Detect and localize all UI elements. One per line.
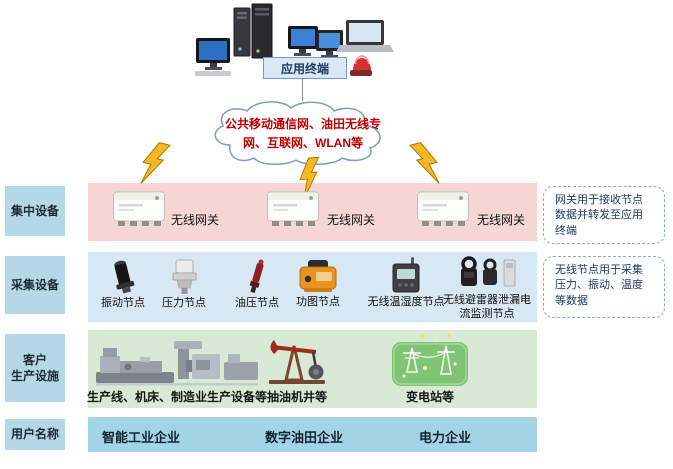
- facility-label: 抽油机井等: [266, 390, 327, 404]
- callout-gateway-note: 网关用于接收节点数据并转发至应用终端: [543, 186, 665, 244]
- substation-icon: [392, 333, 468, 386]
- sensor-node: 振动节点: [96, 257, 150, 311]
- production-line-icon: [96, 341, 258, 386]
- row-label-centralized: 集中设备: [5, 186, 65, 236]
- facility-label: 生产线、机床、制造业生产设备等: [86, 390, 267, 404]
- sensor-node: 油压节点: [228, 257, 286, 311]
- wireless-gateway-icon: [267, 191, 319, 226]
- row-label-collection: 采集设备: [5, 256, 65, 314]
- user-name: 电力企业: [418, 430, 471, 445]
- sensor-node: 无线温湿度节点: [360, 256, 452, 310]
- lightning-bolt-icon: [299, 156, 320, 199]
- gateway-label: 无线网关: [477, 213, 526, 227]
- lightning-bolt-icon: [409, 142, 440, 184]
- sensor-node: 无线避雷器泄漏电流监测节点: [438, 254, 536, 322]
- node-label: 压力节点: [162, 297, 206, 309]
- vibration-node-icon: [114, 260, 135, 294]
- row-label-facilities: 客户 生产设施: [5, 334, 65, 402]
- application-terminal-label: 应用终端: [263, 57, 347, 79]
- callout-node-note: 无线节点用于采集压力、振动、温度等数据: [543, 256, 665, 318]
- sensor-node: 功图节点: [288, 258, 348, 310]
- network-cloud: 公共移动通信网、油田无线专网、互联网、WLAN等: [206, 99, 400, 167]
- band-users: [88, 417, 537, 452]
- arrester-leakage-node-icon: [461, 256, 516, 287]
- wireless-gateway-icon: [417, 191, 469, 226]
- facility-pumpjack: [266, 334, 328, 391]
- temp-humidity-node-icon: [392, 257, 420, 293]
- facility-substation: [392, 332, 468, 391]
- pressure-node-icon: [172, 259, 197, 294]
- node-label: 无线避雷器泄漏电流监测节点: [443, 294, 531, 320]
- node-label: 功图节点: [296, 296, 340, 308]
- node-label: 振动节点: [101, 297, 145, 309]
- computers-servers-icon: [195, 3, 394, 76]
- lightning-bolt-icon: [140, 142, 171, 184]
- dynamometer-node-icon: [299, 260, 337, 292]
- gateway-label: 无线网关: [171, 213, 220, 227]
- oil-pressure-node-icon: [249, 259, 264, 294]
- application-terminal-cluster: [194, 2, 394, 83]
- user-name: 数字油田企业: [264, 430, 343, 445]
- node-label: 油压节点: [235, 297, 279, 309]
- row-label-users: 用户名称: [5, 419, 65, 450]
- gateway-label: 无线网关: [327, 213, 376, 227]
- wireless-gateway-icon: [113, 191, 165, 226]
- network-cloud-text: 公共移动通信网、油田无线专网、互联网、WLAN等: [224, 117, 381, 150]
- facility-label: 变电站等: [405, 390, 454, 404]
- node-label: 无线温湿度节点: [367, 296, 445, 308]
- gateway-device: [266, 187, 320, 234]
- cloud-icon: [214, 101, 381, 165]
- pumpjack-icon: [269, 340, 325, 384]
- sensor-node: 压力节点: [152, 257, 216, 311]
- gateway-device: [112, 187, 166, 234]
- gateway-device: [416, 187, 470, 234]
- facility-production-line: [94, 336, 262, 391]
- user-name: 智能工业企业: [101, 430, 180, 445]
- terminal-cloud-connector: [302, 79, 303, 101]
